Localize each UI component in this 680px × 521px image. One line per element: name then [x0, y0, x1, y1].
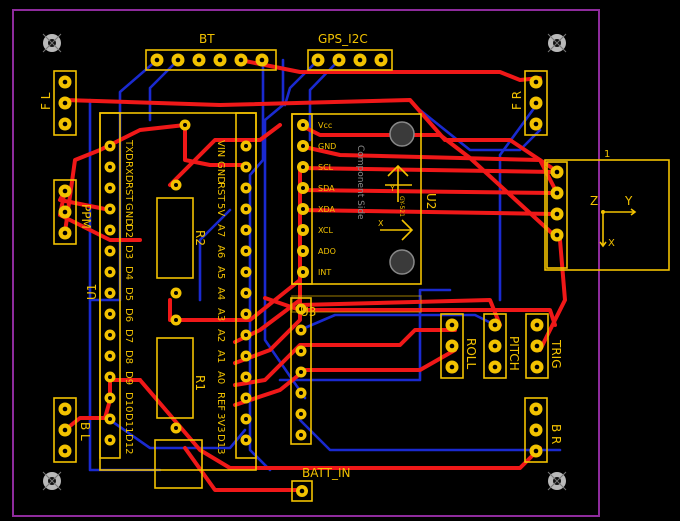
- u1-pin-label: D2: [123, 224, 134, 238]
- sensor-header: 1 Z Y X: [544, 149, 670, 271]
- u1-pin-label: GND: [215, 161, 226, 184]
- u2-axis-x: X: [378, 219, 384, 228]
- axis-z-label: Z: [590, 194, 598, 208]
- u1-pin-label: GND: [123, 203, 134, 226]
- u2-pin-label: SCL: [318, 163, 334, 172]
- u1-pin-label: RST: [123, 182, 134, 202]
- bt-label: BT: [199, 32, 215, 46]
- gps-i2c-label: GPS_I2C: [318, 32, 368, 46]
- u1-right-pins: VIN GND RST 5V A7 A6 A5 A4 A3 A2 A1 A0 R…: [215, 140, 252, 454]
- bt-connector: BT: [145, 32, 277, 71]
- u1-pin-label: TXD: [123, 139, 134, 161]
- u1-pin-label: A3: [215, 308, 226, 321]
- r2-label: R2: [193, 230, 207, 246]
- r2-resistor: R2: [156, 119, 207, 279]
- ppm-label: PPM: [79, 204, 93, 229]
- u2-pin-label: SDA: [318, 184, 335, 193]
- u1-pin-label: VIN: [215, 140, 226, 157]
- mounting-hole: [389, 249, 415, 275]
- u1-pin-label: 5V: [215, 203, 226, 216]
- header-pin1-label: 1: [604, 149, 610, 160]
- batt-in-label: BATT_IN: [302, 466, 350, 480]
- roll-connector: ROLL: [440, 313, 478, 379]
- u1-pin-label: D9: [123, 371, 134, 385]
- y-arrow-icon: [385, 164, 412, 202]
- x-arrow-icon: [380, 219, 414, 241]
- br-connector: B R: [524, 397, 563, 463]
- u1-pin-label: A5: [215, 266, 226, 279]
- u1-pin-label: REF: [215, 392, 226, 411]
- u1-pin-label: 3V3: [215, 413, 226, 433]
- u3-header: U3: [290, 295, 422, 445]
- u1-pin-label: D13: [215, 434, 226, 454]
- u1-pin-label: A2: [215, 329, 226, 342]
- gps-i2c-connector: GPS_I2C: [307, 32, 393, 71]
- mounting-hole: [547, 471, 567, 491]
- bl-label: B L: [78, 422, 92, 441]
- u1-pin-label: A1: [215, 350, 226, 363]
- u1-left-pins: TXD RXD RST GND D2 D3 D4 D5 D6 D7 D8 D9 …: [104, 139, 134, 454]
- u2-axis-y: Y: [389, 184, 395, 193]
- u2-gy521: Vcc GND SCL SDA XDA XCL ADO INT Componen…: [291, 113, 438, 285]
- u2-pin-label: ADO: [318, 247, 336, 256]
- u2-pin-label: INT: [318, 268, 331, 277]
- usb-outline: [154, 439, 203, 489]
- u1-pin-label: RST: [215, 182, 226, 202]
- u1-pin-label: D6: [123, 308, 134, 322]
- u1-pin-label: D3: [123, 245, 134, 259]
- bl-connector: B L: [53, 397, 92, 463]
- u1-pin-label: D7: [123, 329, 134, 343]
- u2-designator: U2: [424, 193, 438, 209]
- fr-connector: F R: [510, 70, 548, 136]
- br-label: B R: [549, 424, 563, 444]
- u1-pin-label: RXD: [123, 161, 134, 183]
- u2-pin-label: XDA: [318, 205, 336, 214]
- r1-label: R1: [193, 375, 207, 391]
- u1-pin-label: A6: [215, 245, 226, 258]
- fl-connector: F L: [39, 70, 77, 136]
- batt-in-connector: BATT_IN: [291, 466, 350, 502]
- axis-x-label: X: [608, 238, 615, 249]
- fl-label: F L: [39, 92, 53, 110]
- u1-pin-label: D8: [123, 350, 134, 364]
- component-side-note: Component Side: [355, 145, 365, 220]
- u1-pin-label: D12: [123, 434, 134, 454]
- r1-resistor: R1: [156, 287, 207, 434]
- ppm-connector: PPM: [53, 179, 93, 245]
- u1-arduino: U1 TXD RXD RST GND D2 D3 D4 D5 D6 D7 D8 …: [85, 112, 257, 489]
- axis-y-label: Y: [624, 194, 633, 208]
- u2-pin-label: XCL: [318, 226, 333, 235]
- u1-pin-label: A4: [215, 287, 226, 300]
- u1-pin-label: A0: [215, 371, 226, 384]
- mounting-holes: [42, 33, 567, 491]
- u1-designator: U1: [85, 284, 99, 300]
- u2-module-name: GY-521: [398, 196, 405, 217]
- roll-label: ROLL: [464, 338, 478, 369]
- board-outline: [12, 9, 600, 517]
- u2-pin-label: Vcc: [318, 121, 332, 130]
- mounting-hole: [42, 471, 62, 491]
- mounting-hole: [389, 121, 415, 147]
- u1-pin-label: D4: [123, 266, 134, 280]
- u1-pin-label: D5: [123, 287, 134, 301]
- pitch-connector: PITCH: [483, 313, 521, 379]
- pitch-label: PITCH: [507, 336, 521, 371]
- trig-connector: TRIG: [525, 313, 563, 379]
- u1-pin-label: A7: [215, 224, 226, 237]
- fr-label: F R: [510, 91, 524, 110]
- u1-pin-label: D10: [123, 392, 134, 412]
- mounting-hole: [547, 33, 567, 53]
- trig-label: TRIG: [549, 339, 563, 369]
- mounting-hole: [42, 33, 62, 53]
- u2-pin-label: GND: [318, 142, 336, 151]
- u3-designator: U3: [300, 305, 316, 319]
- u1-pin-label: D11: [123, 413, 134, 433]
